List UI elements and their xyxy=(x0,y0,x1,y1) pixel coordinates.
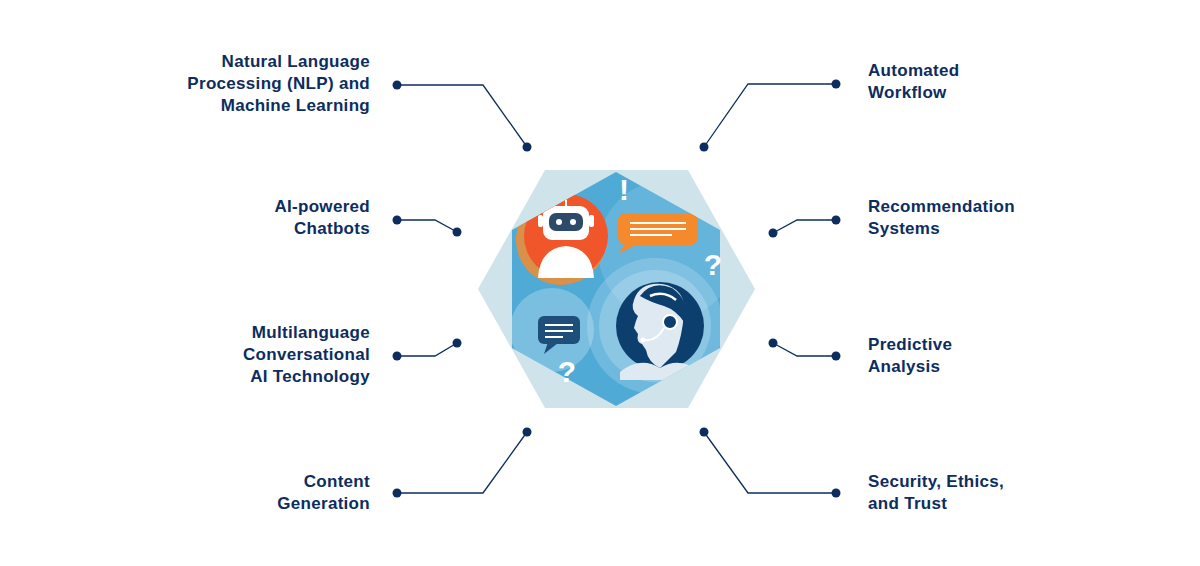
feature-label: Content Generation xyxy=(250,471,370,515)
symbol-glyph: ? xyxy=(558,357,576,387)
outer-hexagon xyxy=(478,170,755,408)
symbol-glyph: ? xyxy=(704,250,722,280)
feature-label: Recommendation Systems xyxy=(868,196,1028,240)
leader-lines xyxy=(397,84,836,493)
hexagon-scene xyxy=(510,180,738,394)
symbol-glyph: ! xyxy=(619,175,629,205)
feature-label: Automated Workflow xyxy=(868,60,988,104)
feature-label: Multilanguage Conversational AI Technolo… xyxy=(228,322,370,388)
feature-label: Security, Ethics, and Trust xyxy=(868,471,1028,515)
feature-label: Predictive Analysis xyxy=(868,334,988,378)
leader-dots xyxy=(393,80,841,498)
feature-label: AI-powered Chatbots xyxy=(240,196,370,240)
feature-label: Natural Language Processing (NLP) and Ma… xyxy=(138,51,370,117)
